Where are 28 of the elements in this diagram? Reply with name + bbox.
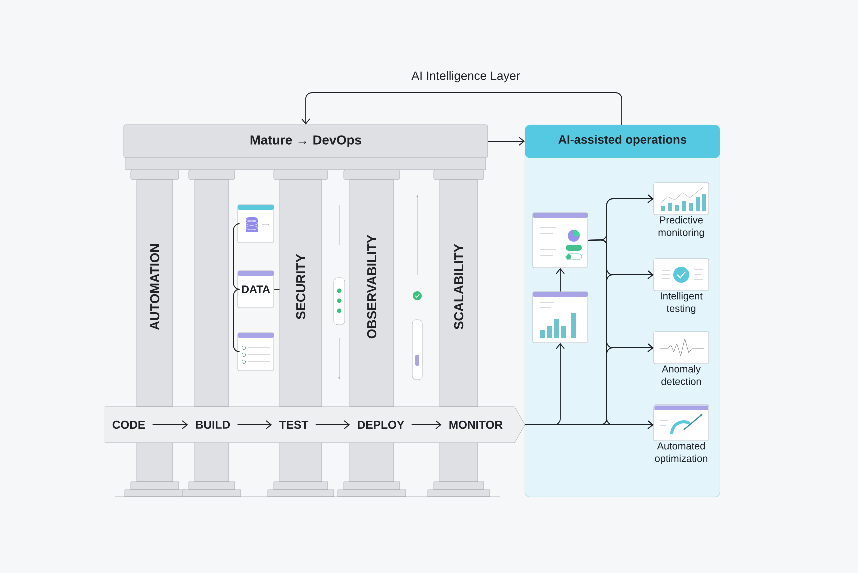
pillar: SCALABILITY: [440, 180, 478, 408]
stage-label: CODE: [112, 420, 146, 430]
arrow: [302, 92, 622, 126]
arrow: [556, 268, 565, 292]
pipeline-band: [105, 406, 526, 444]
stage-label: TEST: [279, 420, 309, 430]
pillar: AUTOMATION: [136, 180, 174, 408]
node-label: Intelligent testing: [661, 292, 703, 314]
arrow: [152, 420, 188, 430]
node-label: Automated optimization: [655, 442, 708, 464]
feature-card: Anomaly detection: [654, 332, 710, 386]
stage-label: DEPLOY: [358, 420, 404, 430]
stage-label: MONITOR: [450, 420, 503, 430]
arrow: [488, 137, 526, 146]
pillar: OBSERVABILITY: [350, 180, 394, 408]
feature-card: Intelligent testing: [654, 258, 710, 314]
stage-label: BUILD: [196, 421, 230, 430]
pillar: SECURITY: [280, 180, 322, 408]
arrow: [411, 420, 442, 430]
node-label: Predictive monitoring: [658, 216, 704, 238]
arrow: [237, 420, 272, 430]
arrow: [315, 420, 350, 430]
window-picture: [238, 332, 274, 372]
data-box: DATA: [238, 270, 274, 308]
node-label: Anomaly detection: [662, 365, 702, 386]
arrow: [588, 240, 654, 430]
edge-label: AI Intelligence Layer: [410, 69, 522, 85]
pillar: [194, 180, 230, 408]
